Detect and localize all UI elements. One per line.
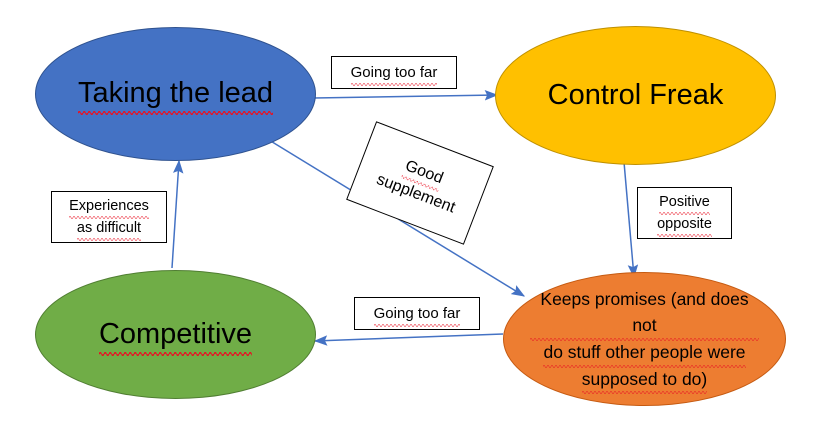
spellcheck-underline: Taking the lead [77,76,274,116]
spellcheck-underline: Going too far [350,61,437,87]
node-control-freak[interactable]: Control Freak [495,26,776,165]
edge-label-text: Good supplement [367,144,472,221]
edge-label-text: Positive opposite [651,191,718,238]
arrow-control-freak-to-keeps-promises [623,161,639,279]
node-taking-the-lead[interactable]: Taking the lead [35,27,316,161]
spellcheck-underline: as difficult [76,217,142,242]
spellcheck-underline: Going too far [373,302,460,328]
node-competitive-label: Competitive [89,317,262,357]
node-keeps-promises-label: Keeps promises (and does not do stuff ot… [504,286,785,395]
node-competitive[interactable]: Competitive [35,270,316,399]
spellcheck-underline: Keeps promises (and does not [530,286,759,342]
arrow-keeps-promises-to-competitive [313,333,504,346]
node-taking-the-lead-label: Taking the lead [68,76,283,116]
spellcheck-underline: Competitive [98,317,253,357]
edge-label-going-too-far-bottom[interactable]: Going too far [354,297,480,330]
spellcheck-underline: do stuff other people were [543,339,746,368]
edge-label-text: Going too far [368,302,467,328]
spellcheck-underline: Positive [659,191,710,216]
edge-label-experiences-as-difficult[interactable]: Experiences as difficult [51,191,167,243]
edge-label-text: Experiences as difficult [63,195,155,242]
edge-label-good-supplement[interactable]: Good supplement [346,121,494,245]
edge-label-text: Going too far [345,61,444,87]
arrow-taking-the-lead-to-control-freak [313,89,499,101]
node-keeps-promises[interactable]: Keeps promises (and does not do stuff ot… [503,272,786,406]
arrow-competitive-to-taking-the-lead [171,159,184,269]
node-control-freak-label: Control Freak [547,78,724,111]
spellcheck-underline: opposite [657,213,712,238]
spellcheck-underline: Experiences [69,195,149,220]
edge-label-going-too-far-top[interactable]: Going too far [331,56,457,89]
spellcheck-underline: supposed to do) [581,366,707,395]
edge-label-positive-opposite[interactable]: Positive opposite [637,187,732,239]
